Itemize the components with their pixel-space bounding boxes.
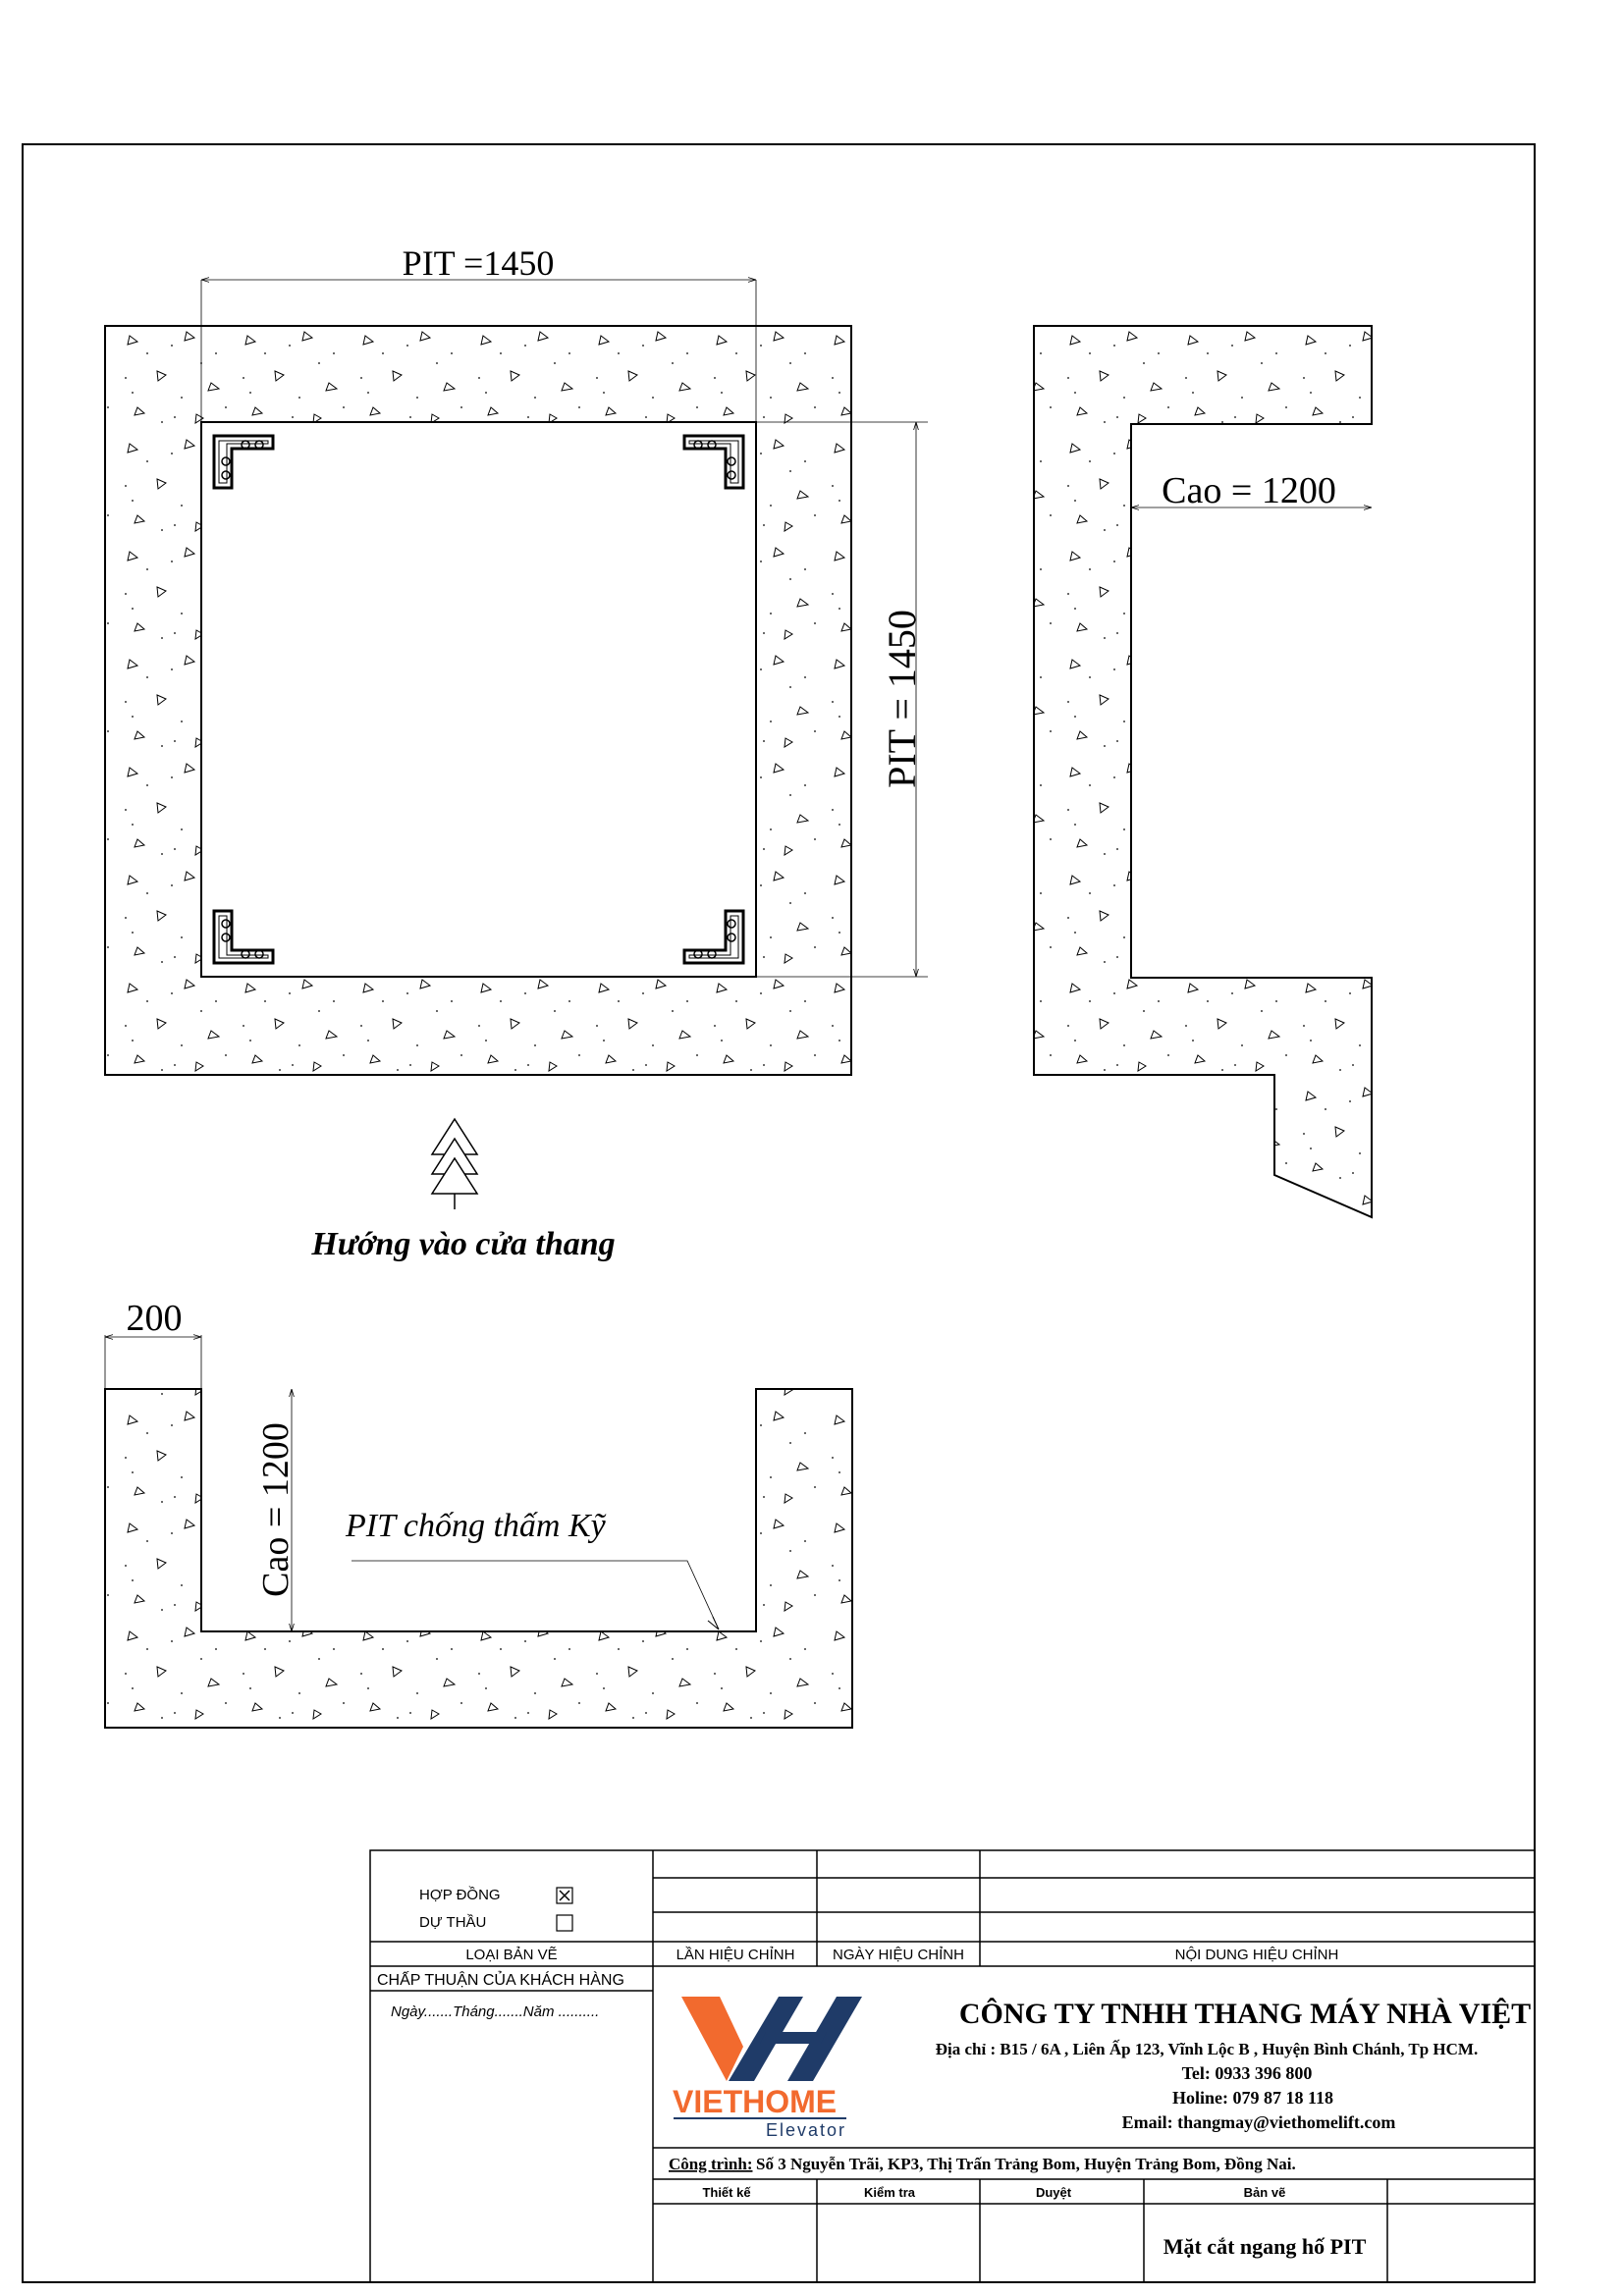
logo-subtext: Elevator	[766, 2120, 846, 2140]
approval-title: CHẤP THUẬN CỦA KHÁCH HÀNG	[377, 1970, 624, 1989]
plan-depth-dimension: PIT = 1450	[756, 421, 928, 978]
company-hotline: Holine: 079 87 18 118	[1172, 2088, 1333, 2108]
company-name: CÔNG TY TNHH THANG MÁY NHÀ VIỆT	[959, 1998, 1531, 2030]
side-section-concrete	[1033, 325, 1373, 1219]
rail-bracket-top-right	[682, 434, 745, 490]
viethome-logo: VIETHOME Elevator	[673, 1997, 862, 2140]
sign-header-approve: Duyệt	[1036, 2185, 1072, 2200]
company-email: Email: thangmay@viethomelift.com	[1122, 2112, 1396, 2132]
approval-date-line: Ngày.......Tháng.......Năm ..........	[391, 2003, 599, 2020]
plan-width-label: PIT =1450	[403, 243, 555, 283]
plan-width-dimension: PIT =1450	[200, 243, 757, 422]
logo-h-bar-icon	[760, 2032, 827, 2044]
drawing-name: Mặt cắt ngang hố PIT	[1163, 2234, 1367, 2259]
front-wall-dimension: 200	[104, 1298, 202, 1389]
project-value: Số 3 Nguyễn Trãi, KP3, Thị Trấn Trảng Bo…	[756, 2155, 1296, 2173]
contract-label: HỢP ĐỒNG	[419, 1886, 501, 1903]
sign-header-design: Thiết kế	[702, 2185, 751, 2200]
plan-view: PIT =1450 PIT = 1450 Hướng vào cửa thang	[104, 243, 928, 1262]
front-section-concrete	[104, 1388, 853, 1729]
side-height-dimension: Cao = 1200	[1131, 470, 1372, 511]
logo-h-right-icon	[787, 1997, 862, 2081]
sign-header-drawing: Bản vẽ	[1244, 2185, 1286, 2200]
door-direction-label: Hướng vào cửa thang	[310, 1226, 615, 1262]
plan-depth-label: PIT = 1450	[880, 610, 924, 788]
front-wall-label: 200	[127, 1298, 183, 1339]
contract-check-mark-icon	[559, 1890, 570, 1901]
revision-header-number: LẦN HIỆU CHỈNH	[676, 1947, 795, 1963]
rail-bracket-bottom-left	[212, 909, 275, 965]
company-tel: Tel: 0933 396 800	[1182, 2063, 1313, 2083]
sign-header-check: Kiểm tra	[864, 2185, 916, 2200]
logo-v-mark-icon	[681, 1997, 743, 2081]
bid-checkbox[interactable]	[556, 1914, 573, 1932]
waterproof-note-label: PIT chống thấm Kỹ	[345, 1508, 607, 1544]
pit-opening	[200, 421, 757, 978]
bid-label: DỰ THẦU	[419, 1914, 486, 1931]
side-height-label: Cao = 1200	[1162, 470, 1336, 511]
project-label: Công trình:	[669, 2155, 752, 2173]
waterproof-note: PIT chống thấm Kỹ	[345, 1508, 720, 1630]
side-section: Cao = 1200	[1033, 325, 1373, 1219]
front-height-dimension: Cao = 1200	[255, 1389, 297, 1631]
title-block	[369, 1849, 1536, 2283]
company-address: Địa chỉ : B15 / 6A , Liên Ấp 123, Vĩnh L…	[936, 2040, 1478, 2058]
rail-bracket-bottom-right	[682, 909, 745, 965]
front-section: 200 Cao = 1200 PIT chống thấm Kỹ	[104, 1298, 853, 1729]
revision-header-content: NỘI DUNG HIỆU CHỈNH	[1175, 1947, 1339, 1963]
front-height-label: Cao = 1200	[255, 1422, 297, 1597]
revision-header-date: NGÀY HIỆU CHỈNH	[833, 1947, 964, 1963]
rail-bracket-top-left	[212, 434, 275, 490]
logo-text: VIETHOME	[673, 2084, 837, 2119]
door-direction-arrow-icon	[430, 1117, 479, 1209]
drawing-type-label: LOẠI BẢN VẼ	[465, 1947, 557, 1963]
